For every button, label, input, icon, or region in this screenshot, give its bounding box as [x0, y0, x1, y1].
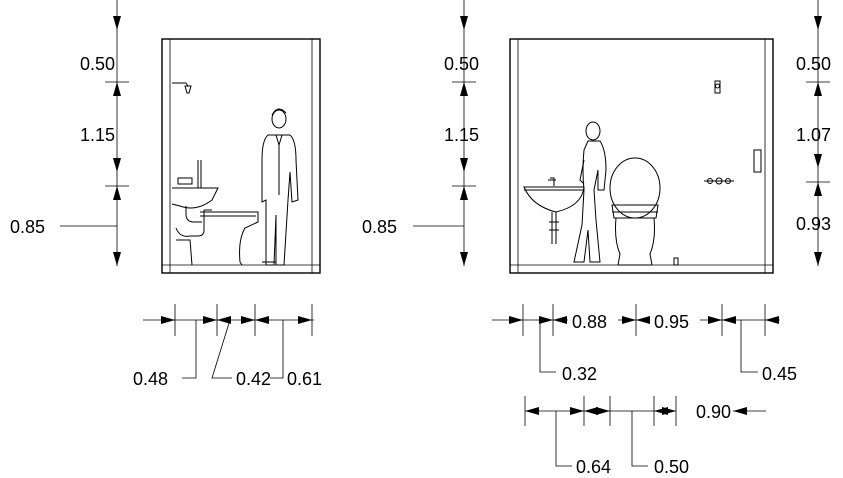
- dim-left-h-a: 0.48: [133, 369, 168, 389]
- shower-head-icon: [172, 82, 192, 94]
- sink-icon-right: [523, 177, 585, 244]
- dim-right-r-bottom: 0.93: [796, 214, 831, 234]
- left-vertical-dimension: 0.50 1.15 0.85: [10, 0, 129, 266]
- left-room-outline: [161, 38, 321, 274]
- dim-left-top: 0.50: [80, 54, 115, 74]
- toilet-icon-right: [609, 157, 661, 266]
- dim-right-h1-c: 0.32: [562, 364, 597, 384]
- dim-right-h1-a: 0.88: [572, 312, 607, 332]
- wall-fixture-icon: [714, 80, 721, 94]
- dim-right-h2-c: 0.50: [654, 457, 689, 477]
- right-left-vertical-dimension: 0.50 1.15 0.85: [362, 0, 479, 266]
- dim-right-r-mid: 1.07: [796, 125, 831, 145]
- dim-right-l-mid: 1.15: [444, 125, 479, 145]
- right-elevation: 0.50 1.15 0.85 0.50 1.07 0.93: [362, 0, 831, 477]
- floor-drain-icon: [673, 257, 679, 266]
- dim-right-h2-a: 0.90: [696, 402, 731, 422]
- right-right-vertical-dimension: 0.50 1.07 0.93: [796, 0, 831, 266]
- dim-right-h2-b: 0.64: [576, 457, 611, 477]
- toilet-icon: [176, 211, 259, 266]
- dim-right-h1-d: 0.45: [762, 364, 797, 384]
- dim-right-h1-b: 0.95: [654, 312, 689, 332]
- dim-left-h-c: 0.61: [287, 369, 322, 389]
- right-room-outline: [509, 38, 774, 274]
- dim-left-mid: 1.15: [80, 125, 115, 145]
- dim-right-r-top: 0.50: [796, 54, 831, 74]
- person-side-icon: [573, 121, 607, 263]
- left-horizontal-dimension: 0.48 0.42 0.61: [133, 304, 322, 389]
- right-horizontal-dimension-row2: 0.90 0.64 0.50: [524, 396, 766, 477]
- faucet-icon: [704, 177, 734, 185]
- left-elevation: 0.50 1.15 0.85 0.48 0.42 0.61: [10, 0, 322, 389]
- person-suit-icon: [261, 108, 299, 266]
- dim-left-bottom: 0.85: [10, 217, 45, 237]
- dim-right-l-bottom: 0.85: [362, 217, 397, 237]
- right-horizontal-dimension-row1: 0.88 0.95 0.32 0.45: [492, 304, 797, 384]
- wall-switch-icon: [753, 149, 762, 173]
- dim-left-h-b: 0.42: [236, 369, 271, 389]
- dim-right-l-top: 0.50: [444, 54, 479, 74]
- sink-icon: [171, 160, 219, 237]
